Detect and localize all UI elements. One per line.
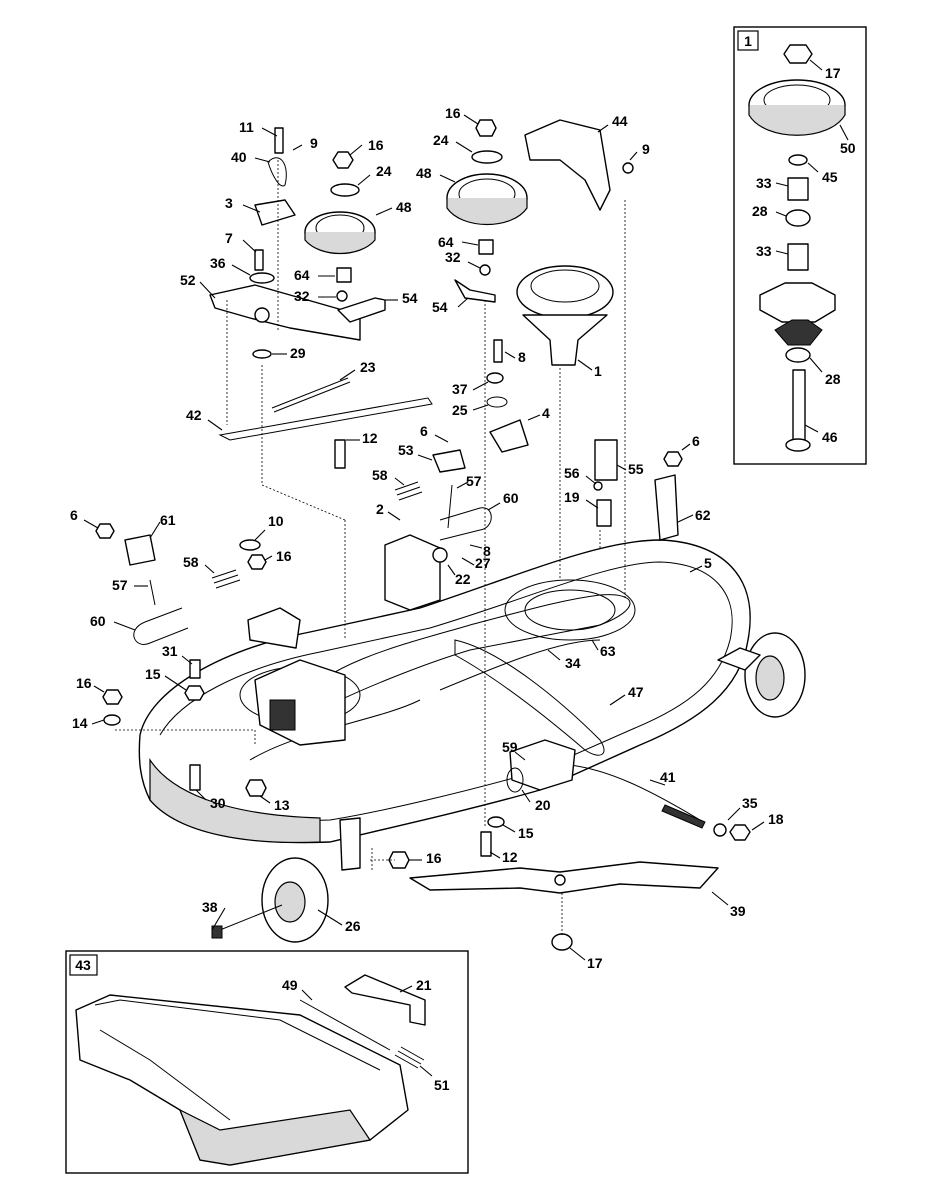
upper-left-assembly bbox=[209, 127, 433, 469]
callout-24b: 24 bbox=[433, 132, 449, 148]
callout-14: 14 bbox=[72, 715, 88, 731]
callout-6b: 6 bbox=[692, 433, 700, 449]
discharge-inset-parts bbox=[75, 974, 426, 1166]
callout-24a: 24 bbox=[376, 163, 392, 179]
callout-38: 38 bbox=[202, 899, 218, 915]
mower-deck bbox=[124, 474, 806, 951]
callout-27: 27 bbox=[475, 555, 491, 571]
callout-31: 31 bbox=[162, 643, 178, 659]
callout-9b: 9 bbox=[642, 141, 650, 157]
callout-54b: 54 bbox=[432, 299, 448, 315]
callout-49: 49 bbox=[282, 977, 298, 993]
callout-15b: 15 bbox=[518, 825, 534, 841]
callout-33b: 33 bbox=[756, 243, 772, 259]
callout-32a: 32 bbox=[294, 288, 310, 304]
callout-4: 4 bbox=[542, 405, 550, 421]
spindle-inset-tag: 1 bbox=[737, 30, 759, 51]
callout-10: 10 bbox=[268, 513, 284, 529]
callout-8a: 8 bbox=[518, 349, 526, 365]
callout-21: 21 bbox=[416, 977, 432, 993]
callout-22: 22 bbox=[455, 571, 471, 587]
callout-7: 7 bbox=[225, 230, 233, 246]
callout-33a: 33 bbox=[756, 175, 772, 191]
callout-37: 37 bbox=[452, 381, 468, 397]
callout-12a: 12 bbox=[362, 430, 378, 446]
callout-16c: 16 bbox=[276, 548, 292, 564]
callout-1: 1 bbox=[594, 363, 602, 379]
callout-60a: 60 bbox=[503, 490, 519, 506]
callout-9a: 9 bbox=[310, 135, 318, 151]
callout-41: 41 bbox=[660, 769, 676, 785]
callout-25: 25 bbox=[452, 402, 468, 418]
callouts: 11 9 16 40 24 3 48 7 36 64 32 54 52 29 2… bbox=[70, 59, 856, 1093]
callout-57b: 57 bbox=[112, 577, 128, 593]
callout-64a: 64 bbox=[294, 267, 310, 283]
callout-12b: 12 bbox=[502, 849, 518, 865]
callout-52: 52 bbox=[180, 272, 196, 288]
callout-26: 26 bbox=[345, 918, 361, 934]
callout-17b: 17 bbox=[825, 65, 841, 81]
spindle-inset-parts bbox=[748, 44, 846, 452]
callout-16d: 16 bbox=[76, 675, 92, 691]
callout-16a: 16 bbox=[368, 137, 384, 153]
callout-11: 11 bbox=[239, 119, 254, 135]
discharge-inset-tag: 43 bbox=[69, 954, 98, 976]
callout-6c: 6 bbox=[70, 507, 78, 523]
callout-58b: 58 bbox=[183, 554, 199, 570]
left-side-assembly bbox=[95, 523, 524, 869]
callout-30: 30 bbox=[210, 795, 226, 811]
callout-28b: 28 bbox=[825, 371, 841, 387]
callout-2: 2 bbox=[376, 501, 384, 517]
discharge-inset-tag-text: 43 bbox=[75, 957, 91, 973]
callout-16e: 16 bbox=[426, 850, 442, 866]
callout-32b: 32 bbox=[445, 249, 461, 265]
callout-6a: 6 bbox=[420, 423, 428, 439]
callout-34: 34 bbox=[565, 655, 581, 671]
callout-16b: 16 bbox=[445, 105, 461, 121]
callout-63: 63 bbox=[600, 643, 616, 659]
callout-58a: 58 bbox=[372, 467, 388, 483]
callout-53: 53 bbox=[398, 442, 414, 458]
callout-46: 46 bbox=[822, 429, 838, 445]
callout-57a: 57 bbox=[466, 473, 482, 489]
discharge-inset-frame bbox=[65, 950, 469, 1174]
callout-36: 36 bbox=[210, 255, 226, 271]
callout-5: 5 bbox=[704, 555, 712, 571]
callout-45: 45 bbox=[822, 169, 838, 185]
callout-48b: 48 bbox=[416, 165, 432, 181]
callout-51: 51 bbox=[434, 1077, 450, 1093]
spindle-inset-frame bbox=[733, 26, 867, 465]
callout-29: 29 bbox=[290, 345, 306, 361]
callout-56: 56 bbox=[564, 465, 580, 481]
callout-60b: 60 bbox=[90, 613, 106, 629]
callout-64b: 64 bbox=[438, 234, 454, 250]
callout-54a: 54 bbox=[402, 290, 418, 306]
callout-40: 40 bbox=[231, 149, 247, 165]
callout-35: 35 bbox=[742, 795, 758, 811]
callout-8b: 8 bbox=[483, 543, 491, 559]
callout-17a: 17 bbox=[587, 955, 603, 971]
callout-62: 62 bbox=[695, 507, 711, 523]
spindle-inset-tag-text: 1 bbox=[744, 33, 752, 49]
callout-48a: 48 bbox=[396, 199, 412, 215]
callout-28a: 28 bbox=[752, 203, 768, 219]
callout-39: 39 bbox=[730, 903, 746, 919]
callout-61: 61 bbox=[160, 512, 176, 528]
callout-20: 20 bbox=[535, 797, 551, 813]
callout-55: 55 bbox=[628, 461, 644, 477]
callout-23: 23 bbox=[360, 359, 376, 375]
assembly-guide-lines bbox=[115, 160, 626, 935]
callout-13: 13 bbox=[274, 797, 290, 813]
callout-19: 19 bbox=[564, 489, 580, 505]
callout-3: 3 bbox=[225, 195, 233, 211]
callout-59: 59 bbox=[502, 739, 518, 755]
callout-18: 18 bbox=[768, 811, 784, 827]
callout-50: 50 bbox=[840, 140, 856, 156]
callout-15a: 15 bbox=[145, 666, 161, 682]
callout-44: 44 bbox=[612, 113, 628, 129]
callout-47: 47 bbox=[628, 684, 644, 700]
callout-42: 42 bbox=[186, 407, 202, 423]
upper-center-assembly bbox=[394, 119, 683, 563]
